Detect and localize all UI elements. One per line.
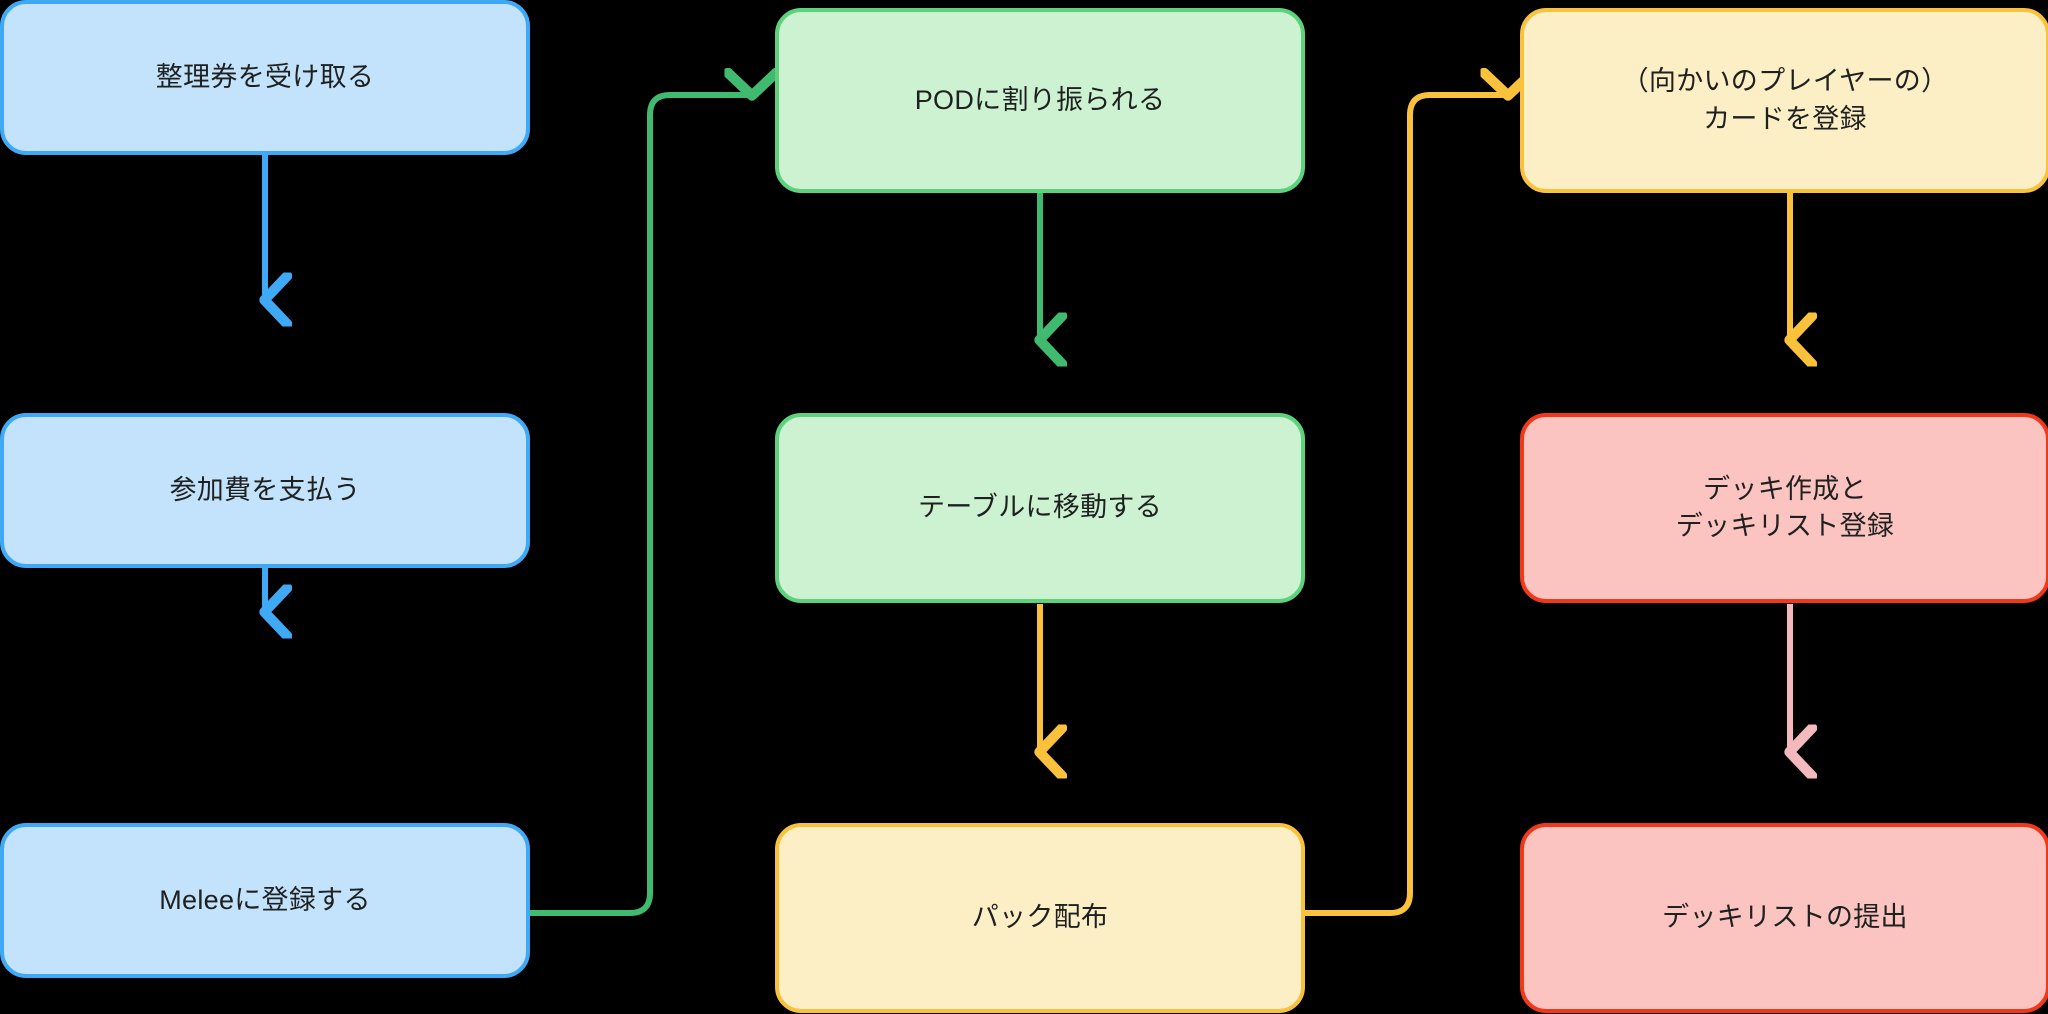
node-label-lines: デッキ作成と デッキリスト登録 — [1648, 471, 1922, 546]
node-label: 参加費を支払う — [169, 474, 361, 505]
edge-n6-n7 — [1302, 95, 1508, 916]
node-label-line-2: カードを登録 — [1703, 103, 1867, 134]
node-label: デッキリストの提出 — [1662, 902, 1908, 933]
node-label-lines: （向かいのプレイヤーの） カードを登録 — [1594, 63, 1977, 138]
node-submit-decklist[interactable]: デッキリストの提出 — [1520, 823, 2048, 1013]
node-label: パック配布 — [971, 902, 1109, 933]
node-label-line-1: デッキ作成と — [1703, 473, 1867, 504]
node-label: Meleeに登録する — [159, 884, 371, 915]
node-assigned-to-pod[interactable]: PODに割り振られる — [775, 8, 1305, 193]
edge-n3-n4 — [526, 95, 752, 916]
node-move-to-table[interactable]: テーブルに移動する — [775, 413, 1305, 603]
node-label: 整理券を受け取る — [155, 61, 375, 92]
node-label: PODに割り振られる — [914, 84, 1166, 115]
node-label-line-1: （向かいのプレイヤーの） — [1621, 66, 1949, 97]
node-pack-distribution[interactable]: パック配布 — [775, 823, 1305, 1013]
node-build-deck-and-register-list[interactable]: デッキ作成と デッキリスト登録 — [1520, 413, 2048, 603]
node-receive-ticket[interactable]: 整理券を受け取る — [0, 0, 530, 155]
node-register-melee[interactable]: Meleeに登録する — [0, 823, 530, 978]
node-register-opponent-cards[interactable]: （向かいのプレイヤーの） カードを登録 — [1520, 8, 2048, 193]
node-label: テーブルに移動する — [917, 492, 1163, 523]
node-pay-entry-fee[interactable]: 参加費を支払う — [0, 413, 530, 568]
node-label-line-2: デッキリスト登録 — [1675, 511, 1895, 541]
